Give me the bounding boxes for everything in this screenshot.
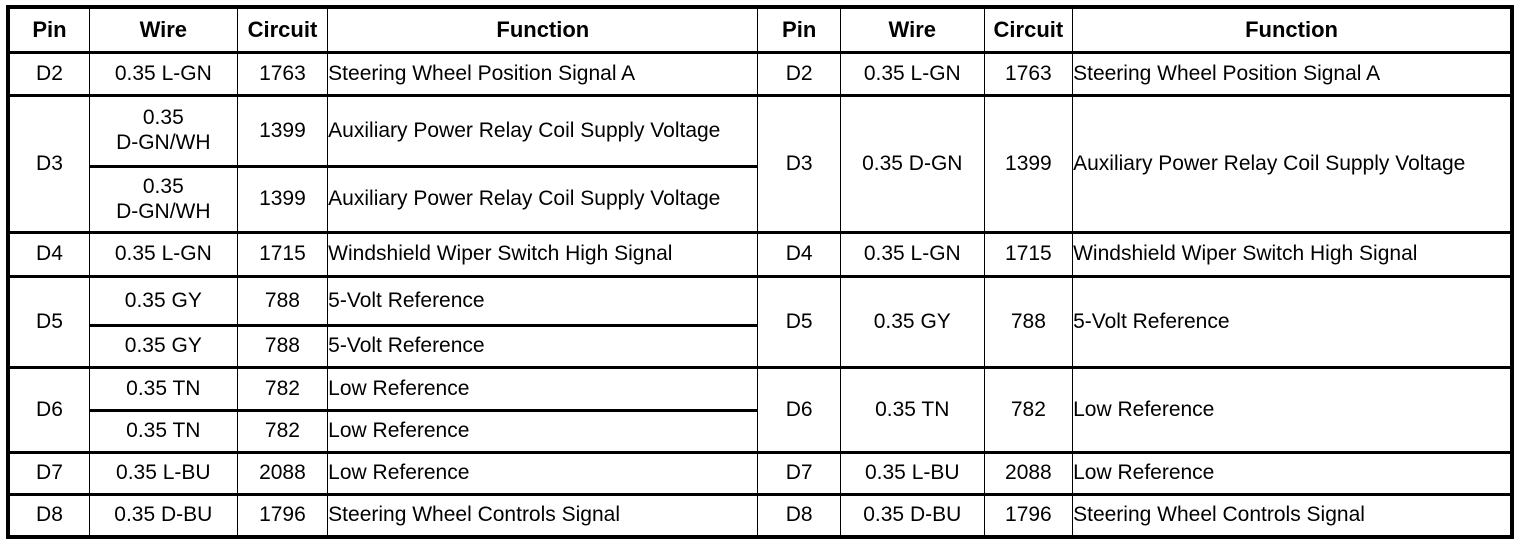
- table-row: D3 0.35 D-GN/WH 1399 Auxiliary Power Rel…: [7, 94, 1513, 233]
- right-circuit-d4: 1715: [983, 231, 1074, 277]
- right-function-d8: Steering Wheel Controls Signal: [1072, 493, 1513, 537]
- left-pin-d2: D2: [7, 51, 90, 96]
- table-row: D7 0.35 L-BU 2088 Low Reference D7 0.35 …: [7, 451, 1513, 495]
- right-wire-d5: 0.35 GY: [839, 275, 985, 368]
- left-wire-d3a: 0.35 D-GN/WH: [88, 94, 238, 167]
- right-wire-d3: 0.35 D-GN: [839, 94, 985, 233]
- header-right-pin: Pin: [757, 6, 841, 54]
- table-row: D8 0.35 D-BU 1796 Steering Wheel Control…: [7, 493, 1513, 537]
- left-pin-d5: D5: [7, 275, 90, 368]
- right-wire-d6: 0.35 TN: [839, 366, 985, 453]
- left-function-d6b: Low Reference: [327, 409, 759, 453]
- header-left-pin: Pin: [7, 6, 90, 54]
- right-pin-d6: D6: [757, 366, 841, 453]
- left-wire-d3b-line1: 0.35: [142, 174, 184, 198]
- left-circuit-d3b: 1399: [236, 165, 329, 233]
- table-row: D2 0.35 L-GN 1763 Steering Wheel Positio…: [7, 51, 1513, 96]
- right-pin-d8: D8: [757, 493, 841, 537]
- right-pin-d2: D2: [757, 51, 841, 96]
- left-circuit-d6a: 782: [236, 366, 329, 411]
- left-function-d5b: 5-Volt Reference: [327, 324, 759, 368]
- left-wire-d8: 0.35 D-BU: [88, 493, 238, 537]
- left-circuit-d6b: 782: [236, 409, 329, 453]
- left-circuit-d3a: 1399: [236, 94, 329, 167]
- right-pin-d5: D5: [757, 275, 841, 368]
- left-wire-d7: 0.35 L-BU: [88, 451, 238, 495]
- right-circuit-d3: 1399: [983, 94, 1074, 233]
- table-row: 0.35 TN 782 Low Reference: [8, 409, 1512, 453]
- right-pin-d4: D4: [757, 231, 841, 277]
- right-function-d2: Steering Wheel Position Signal A: [1072, 51, 1513, 96]
- left-wire-d6a: 0.35 TN: [88, 366, 238, 411]
- right-function-d5: 5-Volt Reference: [1072, 275, 1513, 368]
- left-pin-d4: D4: [7, 231, 90, 277]
- table-row: D5 0.35 GY 788 5-Volt Reference D5 0.35 …: [7, 275, 1513, 368]
- right-circuit-d2: 1763: [983, 51, 1074, 96]
- right-circuit-d8: 1796: [983, 493, 1074, 537]
- left-wire-d3b: 0.35 D-GN/WH: [88, 165, 238, 233]
- left-function-d3b: Auxiliary Power Relay Coil Supply Voltag…: [327, 165, 759, 233]
- right-function-d4: Windshield Wiper Switch High Signal: [1072, 231, 1513, 277]
- left-wire-d3a-line2: D-GN/WH: [116, 131, 211, 154]
- left-wire-d6b: 0.35 TN: [88, 409, 238, 453]
- table-row: D6 0.35 TN 782 Low Reference D6 0.35 TN …: [7, 366, 1513, 453]
- left-function-d3a: Auxiliary Power Relay Coil Supply Voltag…: [327, 94, 759, 167]
- right-pin-d3: D3: [757, 94, 841, 233]
- right-circuit-d7: 2088: [983, 451, 1074, 495]
- left-wire-d4: 0.35 L-GN: [88, 231, 238, 277]
- header-left-wire: Wire: [88, 6, 238, 54]
- left-function-d6a: Low Reference: [327, 366, 759, 411]
- right-wire-d8: 0.35 D-BU: [839, 493, 985, 537]
- connector-pinout-table: Pin Wire Circuit Function Pin Wire Circu…: [6, 5, 1514, 539]
- right-circuit-d6: 782: [983, 366, 1074, 453]
- right-pin-d7: D7: [757, 451, 841, 495]
- table-header-row: Pin Wire Circuit Function Pin Wire Circu…: [7, 6, 1513, 54]
- header-right-circuit: Circuit: [983, 6, 1074, 54]
- left-pin-d3: D3: [7, 94, 90, 233]
- header-right-wire: Wire: [839, 6, 985, 54]
- left-wire-d5b: 0.35 GY: [88, 324, 238, 368]
- right-wire-d4: 0.35 L-GN: [839, 231, 985, 277]
- left-circuit-d4: 1715: [236, 231, 329, 277]
- left-function-d8: Steering Wheel Controls Signal: [327, 493, 759, 537]
- left-wire-d2: 0.35 L-GN: [88, 51, 238, 96]
- right-function-d7: Low Reference: [1072, 451, 1513, 495]
- left-wire-d3b-line2: D-GN/WH: [116, 199, 211, 223]
- left-circuit-d5b: 788: [236, 324, 329, 368]
- left-function-d5a: 5-Volt Reference: [327, 275, 759, 326]
- left-circuit-d2: 1763: [236, 51, 329, 96]
- right-wire-d7: 0.35 L-BU: [839, 451, 985, 495]
- left-wire-d5a: 0.35 GY: [88, 275, 238, 326]
- left-circuit-d8: 1796: [236, 493, 329, 537]
- table-row: D4 0.35 L-GN 1715 Windshield Wiper Switc…: [7, 231, 1513, 277]
- left-function-d7: Low Reference: [327, 451, 759, 495]
- table-row: 0.35 D-GN/WH 1399 Auxiliary Power Relay …: [8, 165, 1512, 233]
- left-wire-d3a-line1: 0.35: [142, 106, 184, 130]
- right-function-d6: Low Reference: [1072, 366, 1513, 453]
- left-circuit-d5a: 788: [236, 275, 329, 326]
- left-pin-d6: D6: [7, 366, 90, 453]
- left-circuit-d7: 2088: [236, 451, 329, 495]
- left-function-d2: Steering Wheel Position Signal A: [327, 51, 759, 96]
- left-function-d4: Windshield Wiper Switch High Signal: [327, 231, 759, 277]
- header-left-circuit: Circuit: [236, 6, 329, 54]
- header-right-function: Function: [1072, 6, 1513, 54]
- right-function-d3: Auxiliary Power Relay Coil Supply Voltag…: [1072, 94, 1513, 233]
- left-pin-d7: D7: [7, 451, 90, 495]
- right-wire-d2: 0.35 L-GN: [839, 51, 985, 96]
- right-circuit-d5: 788: [983, 275, 1074, 368]
- left-pin-d8: D8: [7, 493, 90, 537]
- header-left-function: Function: [327, 6, 759, 54]
